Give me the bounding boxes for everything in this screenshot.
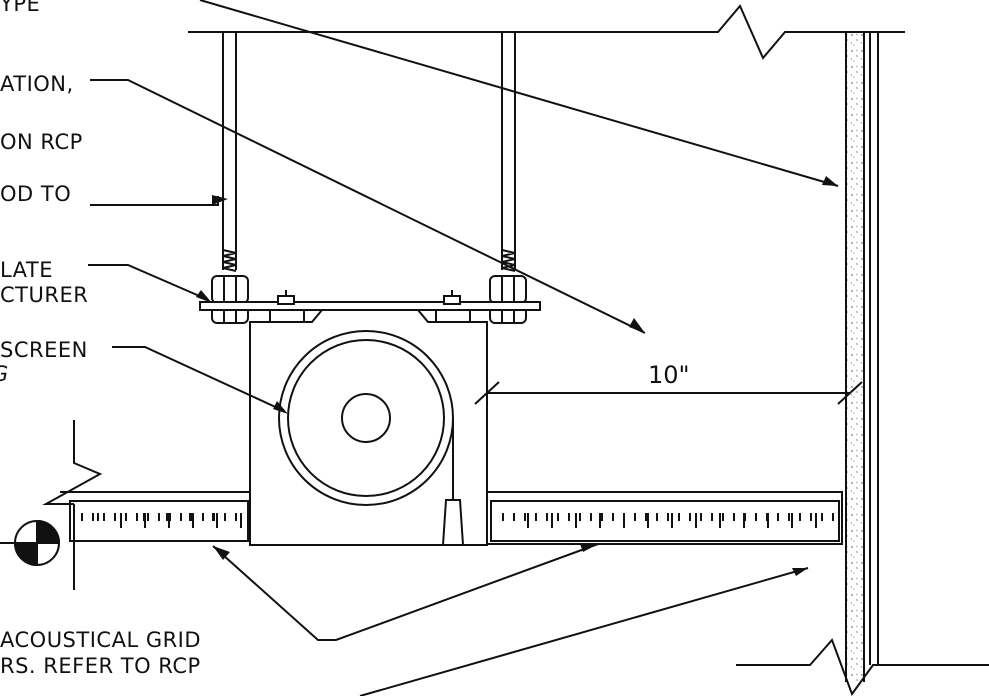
label-rcp-fragment: ON RCP — [0, 130, 83, 154]
label-screen-line1: SCREEN — [0, 338, 88, 362]
floor-break-line — [736, 638, 989, 696]
section-marker-symbol — [0, 519, 61, 567]
left-break-line — [42, 420, 103, 590]
wall — [845, 32, 879, 682]
label-screen-line2: G — [0, 364, 9, 385]
leader-arrowheads — [196, 176, 838, 576]
label-rod-fragment: OD TO — [0, 182, 72, 206]
screen-roller — [278, 330, 465, 546]
slab-line — [188, 4, 905, 60]
label-grid-line2: RS. REFER TO RCP — [0, 654, 201, 678]
label-plate-line1: LATE — [0, 258, 54, 282]
label-plate-line2: CTURER — [0, 283, 89, 307]
leader-lines — [88, 0, 839, 696]
label-ation-fragment: ATION, — [0, 72, 74, 96]
dimension-text: 10" — [648, 361, 690, 389]
threaded-rods — [222, 32, 516, 272]
label-type-fragment: YPE — [0, 0, 41, 16]
ceiling-grid-major-ticks — [120, 513, 817, 528]
ceiling-grid — [60, 491, 843, 546]
dimension-line — [474, 381, 863, 405]
label-grid-line1: ACOUSTICAL GRID — [0, 628, 202, 652]
